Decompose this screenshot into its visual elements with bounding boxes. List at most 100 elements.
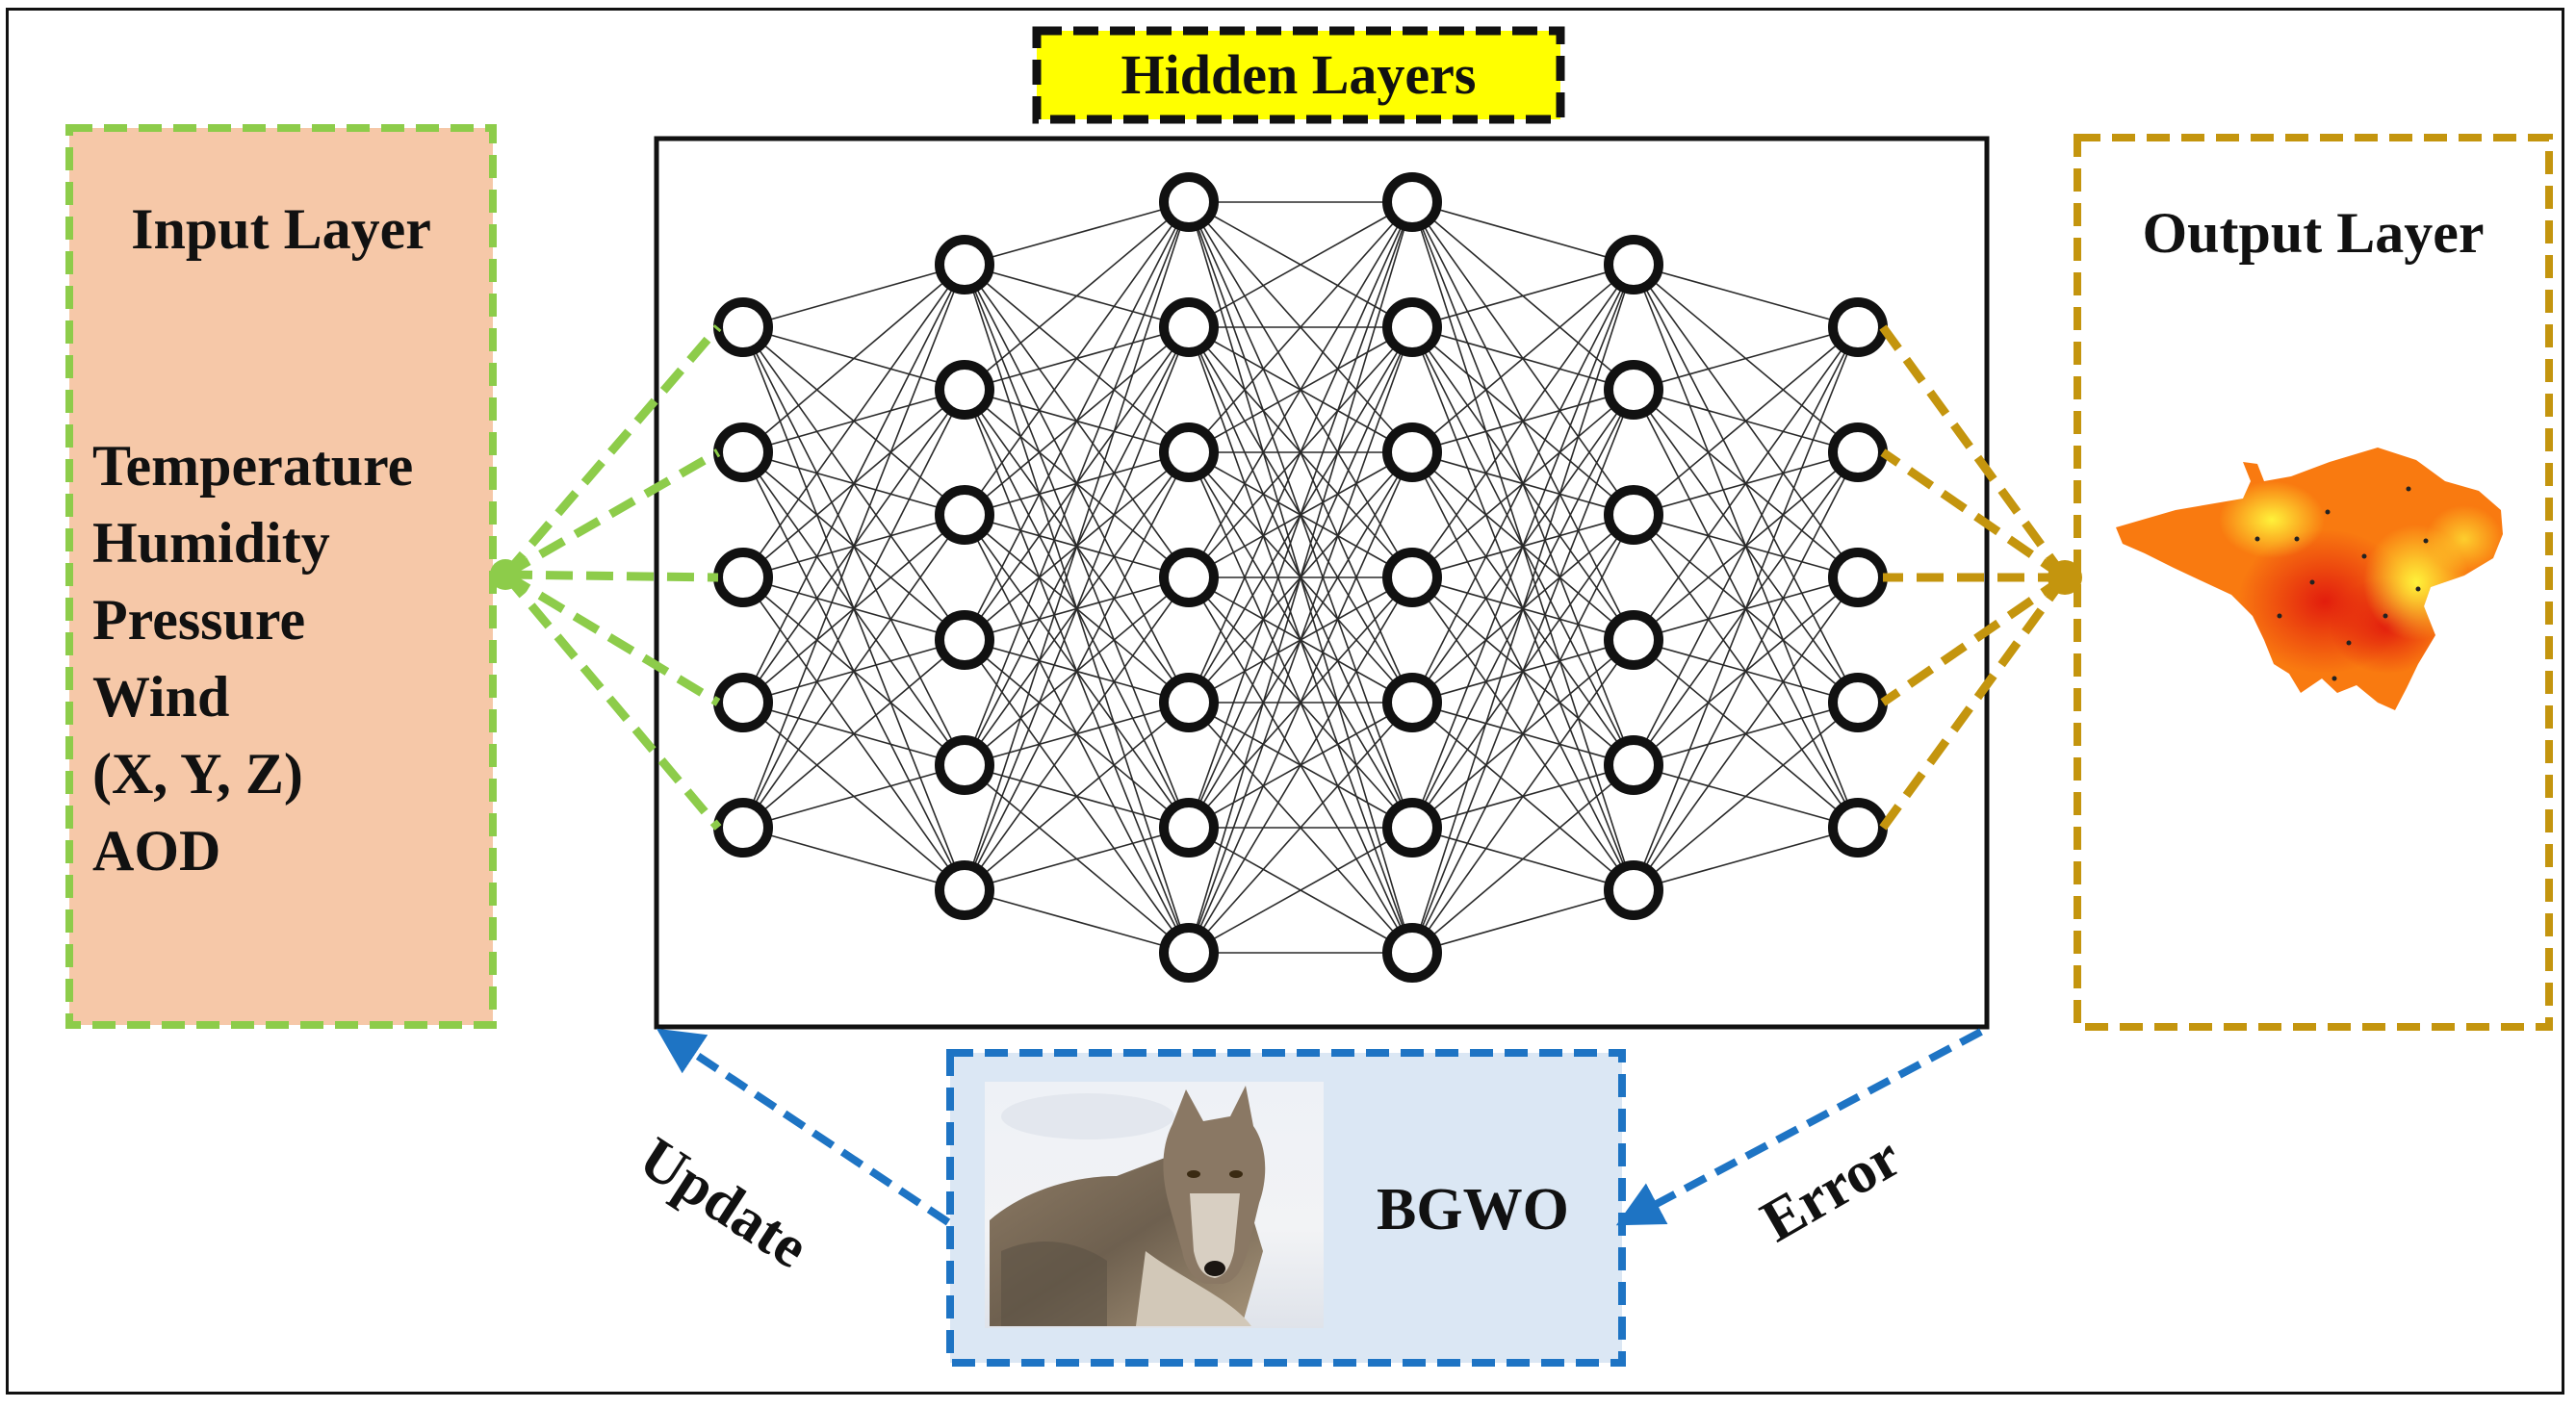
network-edge [742,264,966,453]
network-edge [1411,264,1635,704]
network-edge [1411,264,1635,328]
neuron-layer-3 [1159,422,1219,482]
network-edge [1411,264,1635,453]
output-dashed-link [1880,574,2068,706]
neuron-layer-6 [1828,548,1888,607]
output-dashed-link [1879,575,2069,831]
network-edge [1633,451,1859,891]
network-edge [964,201,1190,641]
input-variable-humidity: Humidity [92,511,330,575]
neuron-layer-6 [1828,422,1888,482]
neuron-layer-6 [1828,673,1888,732]
network-edge [1188,451,1413,954]
neuron-layer-2 [935,235,994,294]
input-dashed-link [502,324,722,577]
network-edge [1411,639,1635,954]
input-layer-title: Input Layer [131,197,431,261]
neuron-layer-4 [1382,297,1442,357]
neuron-layer-2 [935,610,994,670]
input-variable-temperature: Temperature [92,434,414,498]
input-dashed-link [502,571,721,706]
hidden-layers-title: Hidden Layers [1121,43,1477,106]
neuron-layer-3 [1159,548,1219,607]
outer-frame [6,8,2564,1395]
output-connections [1879,324,2069,831]
network-edge [1633,827,1859,891]
neuron-layer-2 [935,485,994,545]
input-variable-wind: Wind [92,665,230,729]
network-edge [1411,764,1635,954]
hidden-layers-title-box [1032,26,1565,124]
neuron-layer-1 [713,422,773,482]
neuron-layer-3 [1159,172,1219,232]
network-edge [1188,201,1413,453]
optimizer-label: BGWO [1377,1177,1569,1242]
update-arrow [657,1028,951,1226]
network-edge [1411,264,1635,829]
output-junction [2048,560,2082,595]
network-edge [1633,326,1859,891]
input-connections [502,324,722,831]
neuron-layer-3 [1159,673,1219,732]
network-edge [1411,201,1635,266]
network-edge [1633,326,1859,516]
input-dashed-link [504,570,719,582]
input-variable-xyz: (X, Y, Z) [92,742,303,806]
network-edge [1188,326,1413,954]
neuron-layer-2 [935,735,994,795]
network-edge [742,264,966,328]
neuron-layer-3 [1159,923,1219,983]
network-edge [1188,201,1413,829]
input-variable-aod: AOD [92,819,221,883]
network-edge [1188,201,1413,578]
neuron-layer-2 [935,860,994,920]
network-edge [964,201,1190,516]
output-dashed-link [1880,448,2068,581]
neuron-layer-6 [1828,297,1888,357]
network-edge [964,201,1190,391]
neuron-layer-5 [1604,860,1663,920]
neuron-layer-5 [1604,610,1663,670]
neuron-layer-4 [1382,798,1442,858]
network-edge [1633,326,1859,391]
network-edge [964,201,1190,891]
neuron-layer-5 [1604,735,1663,795]
network-edge [1633,326,1859,641]
network-edge [964,451,1190,891]
network-edge [964,201,1190,266]
input-layer-box [65,124,497,1029]
network-edge [1411,889,1635,954]
neuron-layer-4 [1382,673,1442,732]
neuron-layer-6 [1828,798,1888,858]
network-edge [964,889,1190,954]
network-edge [964,827,1190,891]
network-edge [964,326,1190,891]
input-variable-list: Temperature Humidity Pressure Wind (X, Y… [92,427,497,889]
neuron-layer-5 [1604,235,1663,294]
network-edge [1188,827,1413,954]
output-layer-title: Output Layer [2142,201,2485,265]
network-edge [1411,389,1635,954]
network-edge [964,576,1190,891]
network-edge [964,201,1190,766]
neuron-layer-1 [713,297,773,357]
neuron-layer-3 [1159,297,1219,357]
network-edge [964,702,1190,891]
input-dashed-link [502,448,721,578]
network-edge [1188,201,1413,704]
neuron-layer-4 [1382,548,1442,607]
neuron-layer-2 [935,360,994,420]
network-edge [1188,201,1413,328]
network-edge [742,264,966,578]
network-edge [1411,264,1635,578]
network-edge [1633,702,1859,891]
neuron-layer-4 [1382,923,1442,983]
network-connections [742,201,1859,954]
neuron-layer-1 [713,673,773,732]
network-edge [1188,576,1413,954]
neuron-layer-1 [713,548,773,607]
network-edge [742,264,966,704]
neuron-layer-4 [1382,422,1442,482]
neuron-layer-4 [1382,172,1442,232]
